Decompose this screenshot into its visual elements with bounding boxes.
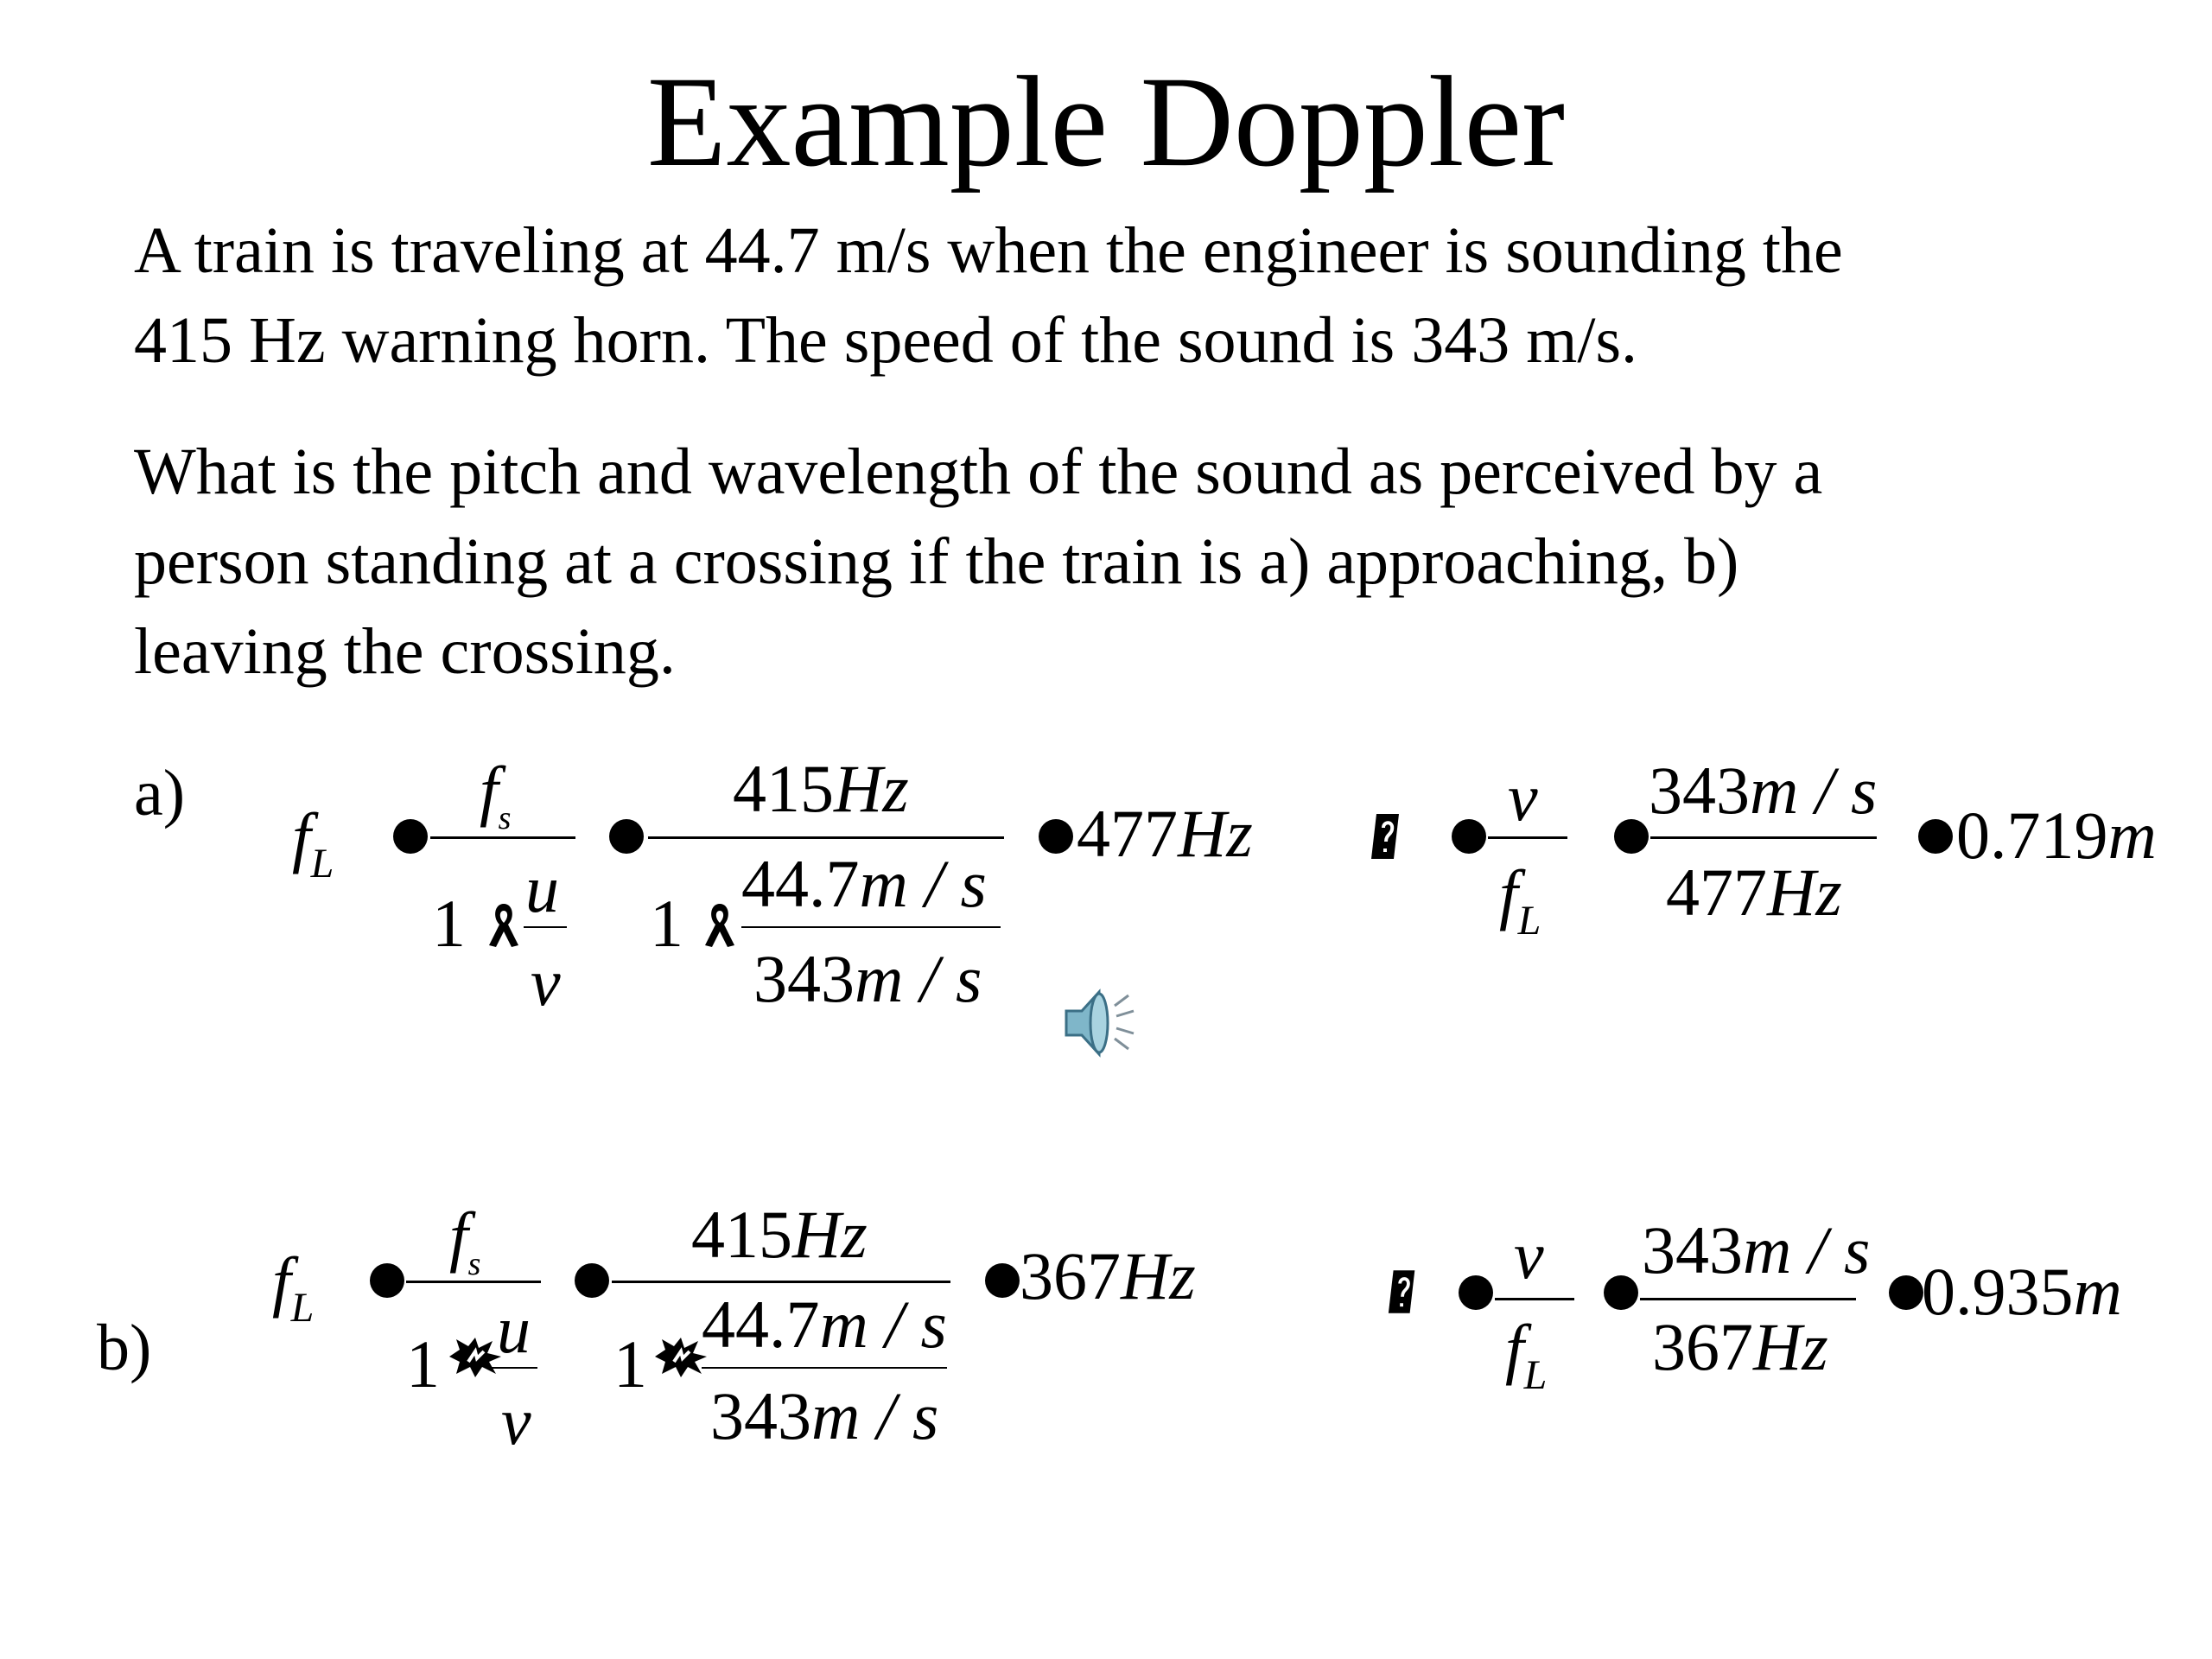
equals-bullet-icon — [1452, 819, 1486, 854]
part-a-label: a) — [134, 757, 186, 830]
question-line-2: person standing at a crossing if the tra… — [134, 525, 1739, 598]
v-symbol: v — [1514, 1217, 1544, 1293]
one-symbol: 1 — [406, 1326, 440, 1402]
fraction-bar — [741, 926, 1001, 928]
equals-bullet-icon — [575, 1263, 609, 1298]
u-symbol: u — [497, 1292, 531, 1367]
problem-line-2: 415 Hz warning horn. The speed of the so… — [134, 304, 1638, 377]
equals-bullet-icon — [1918, 819, 1953, 854]
source-frequency-value: 415Hz — [691, 1197, 868, 1272]
equals-bullet-icon — [1604, 1275, 1638, 1310]
v-symbol: v — [1508, 760, 1538, 835]
problem-question: What is the pitch and wavelength of the … — [134, 427, 2147, 696]
fraction-bar — [612, 1281, 950, 1283]
v-symbol: v — [501, 1383, 531, 1459]
equals-bullet-icon — [985, 1263, 1020, 1298]
one-symbol: 1 — [432, 886, 466, 961]
problem-statement: A train is traveling at 44.7 m/s when th… — [134, 206, 2147, 385]
fraction-bar — [491, 1367, 537, 1369]
f-listener-symbol: fL — [1499, 856, 1541, 944]
equals-bullet-icon — [393, 819, 428, 854]
f-listener-symbol: fL — [272, 1243, 315, 1331]
fraction-bar — [1495, 1298, 1574, 1300]
equals-bullet-icon — [370, 1263, 404, 1298]
equals-bullet-icon — [609, 819, 644, 854]
starburst-icon — [655, 1338, 707, 1377]
f-source-symbol: fs — [480, 753, 512, 836]
equals-bullet-icon — [1039, 819, 1073, 854]
perceived-frequency-result: 477Hz — [1077, 796, 1253, 871]
f-source-symbol: fs — [449, 1198, 481, 1282]
wavelength-denominator: 367Hz — [1652, 1309, 1828, 1384]
one-symbol: 1 — [613, 1326, 647, 1402]
fraction-bar — [1488, 836, 1567, 839]
question-line-3: leaving the crossing. — [134, 615, 676, 688]
fraction-bar — [524, 926, 567, 928]
fraction-bar — [648, 836, 1004, 839]
train-speed-value: 44.7m / s — [741, 846, 987, 921]
slide-title: Example Doppler — [646, 50, 1566, 194]
equals-bullet-icon — [1614, 819, 1649, 854]
equals-bullet-icon — [1459, 1275, 1493, 1310]
ribbon-icon — [705, 904, 734, 947]
speaker-icon[interactable] — [1061, 983, 1139, 1063]
fraction-bar — [430, 836, 575, 839]
fraction-bar — [1640, 1298, 1856, 1300]
source-frequency-value: 415Hz — [733, 751, 909, 826]
wavelength-numerator: 343m / s — [1642, 1212, 1871, 1287]
ribbon-icon — [489, 904, 518, 947]
perceived-frequency-result: 367Hz — [1020, 1238, 1196, 1313]
one-symbol: 1 — [650, 886, 683, 961]
train-speed-value: 44.7m / s — [702, 1287, 947, 1362]
question-line-1: What is the pitch and wavelength of the … — [134, 435, 1823, 508]
fraction-bar — [406, 1281, 541, 1283]
wavelength-result: 0.935m — [1922, 1254, 2122, 1329]
fraction-bar — [702, 1367, 947, 1369]
problem-line-1: A train is traveling at 44.7 m/s when th… — [134, 214, 1843, 287]
wavelength-result: 0.719m — [1956, 798, 2157, 873]
lambda-placeholder-icon — [1371, 814, 1399, 859]
f-listener-symbol: fL — [1505, 1311, 1548, 1398]
equals-bullet-icon — [1889, 1275, 1923, 1310]
lambda-placeholder-icon — [1388, 1270, 1415, 1313]
sound-speed-value: 343m / s — [753, 941, 982, 1016]
f-listener-symbol: fL — [292, 799, 334, 887]
u-symbol: u — [525, 851, 559, 926]
part-b-label: b) — [97, 1312, 152, 1384]
v-symbol: v — [531, 944, 561, 1020]
wavelength-denominator: 477Hz — [1666, 855, 1842, 930]
wavelength-numerator: 343m / s — [1649, 753, 1878, 828]
sound-speed-value: 343m / s — [710, 1378, 939, 1453]
starburst-icon — [449, 1338, 501, 1377]
fraction-bar — [1650, 836, 1877, 839]
